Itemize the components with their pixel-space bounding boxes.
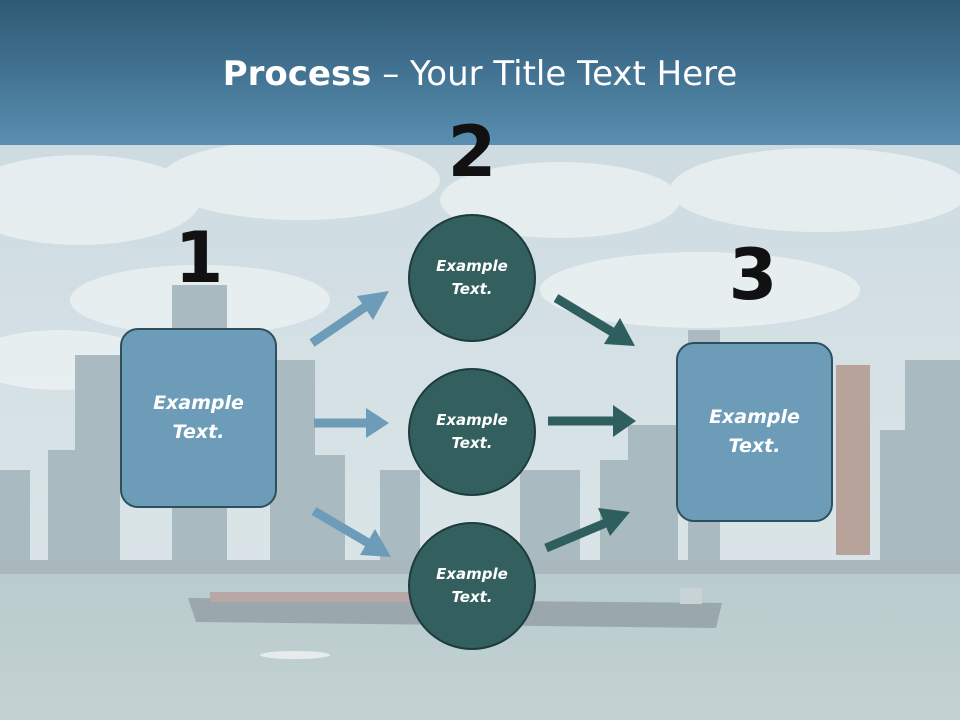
slide-title: Process – Your Title Text Here bbox=[0, 52, 960, 96]
step-circle-top-text: Example Text. bbox=[436, 257, 508, 298]
step-circle-middle-text: Example Text. bbox=[436, 411, 508, 452]
arrow-circle-bottom-to-box3 bbox=[544, 508, 630, 553]
step-number-3: 3 bbox=[728, 234, 778, 316]
arrow-circle-top-to-box3 bbox=[553, 294, 635, 346]
step-box-3: Example Text. bbox=[676, 342, 833, 522]
title-bar bbox=[0, 0, 960, 145]
step-circle-top: Example Text. bbox=[408, 214, 536, 342]
step-box-1: Example Text. bbox=[120, 328, 277, 508]
arrow-box1-to-circle-bottom bbox=[311, 507, 391, 557]
step-circle-bottom: Example Text. bbox=[408, 522, 536, 650]
step-number-1: 1 bbox=[174, 217, 224, 299]
title-rest: – Your Title Text Here bbox=[371, 54, 738, 94]
step-box-1-text: Example Text. bbox=[153, 392, 244, 443]
title-bold: Process bbox=[222, 54, 372, 94]
step-number-2: 2 bbox=[447, 111, 497, 193]
step-circle-middle: Example Text. bbox=[408, 368, 536, 496]
arrow-circle-middle-to-box3 bbox=[548, 405, 636, 437]
arrow-box1-to-circle-top bbox=[309, 291, 389, 347]
step-box-3-text: Example Text. bbox=[709, 406, 800, 457]
step-circle-bottom-text: Example Text. bbox=[436, 565, 508, 606]
arrow-box1-to-circle-middle bbox=[314, 408, 389, 438]
